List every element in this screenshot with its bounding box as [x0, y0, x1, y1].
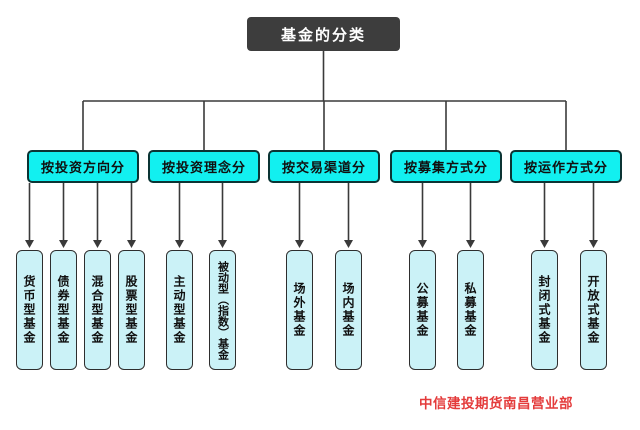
leaf-label: 公募基金 [415, 282, 429, 338]
leaf-private-fund: 私募基金 [457, 250, 484, 370]
leaf-label: 混合型基金 [90, 275, 104, 345]
leaf-equity-fund: 股票型基金 [118, 250, 145, 370]
leaf-label: 货币型基金 [22, 275, 36, 345]
root-node-label: 基金的分类 [280, 25, 366, 44]
leaf-label: 场外基金 [292, 282, 306, 338]
leaf-label: 私募基金 [463, 282, 477, 338]
category-label: 按交易渠道分 [281, 161, 366, 176]
leaf-otc-fund: 场外基金 [286, 250, 313, 370]
category-label: 按募集方式分 [403, 161, 488, 176]
leaf-active-fund: 主动型基金 [166, 250, 193, 370]
leaf-label: 股票型基金 [124, 275, 138, 345]
category-investment-philosophy: 按投资理念分 [148, 150, 260, 183]
watermark-text: 中信建投期货南昌营业部 [419, 396, 573, 412]
category-operation-method: 按运作方式分 [510, 150, 622, 183]
leaf-hybrid-fund: 混合型基金 [84, 250, 111, 370]
root-node-title: 基金的分类 [247, 17, 400, 51]
leaf-label: 场内基金 [341, 282, 355, 338]
leaf-label: 债券型基金 [56, 275, 70, 345]
category-label: 按投资理念分 [161, 161, 246, 176]
leaf-label: 主动型基金 [172, 275, 186, 345]
category-fundraising-method: 按募集方式分 [390, 150, 502, 183]
category-investment-direction: 按投资方向分 [27, 150, 139, 183]
category-label: 按运作方式分 [523, 161, 608, 176]
tree-trunk-lines [82, 51, 567, 150]
leaf-label: 被动型（指数）基金 [216, 260, 230, 360]
leaf-public-fund: 公募基金 [409, 250, 436, 370]
leaf-open-end-fund: 开放式基金 [580, 250, 607, 370]
leaf-label: 封闭式基金 [537, 275, 551, 345]
category-label: 按投资方向分 [40, 161, 125, 176]
leaf-arrowheads [25, 240, 598, 248]
leaf-bond-fund: 债券型基金 [50, 250, 77, 370]
category-trading-channel: 按交易渠道分 [268, 150, 380, 183]
leaf-arrow-lines [28, 183, 595, 241]
leaf-money-fund: 货币型基金 [16, 250, 43, 370]
leaf-passive-index-fund: 被动型（指数）基金 [209, 250, 236, 370]
leaf-label: 开放式基金 [586, 275, 600, 345]
leaf-exchange-fund: 场内基金 [335, 250, 362, 370]
leaf-closed-end-fund: 封闭式基金 [531, 250, 558, 370]
